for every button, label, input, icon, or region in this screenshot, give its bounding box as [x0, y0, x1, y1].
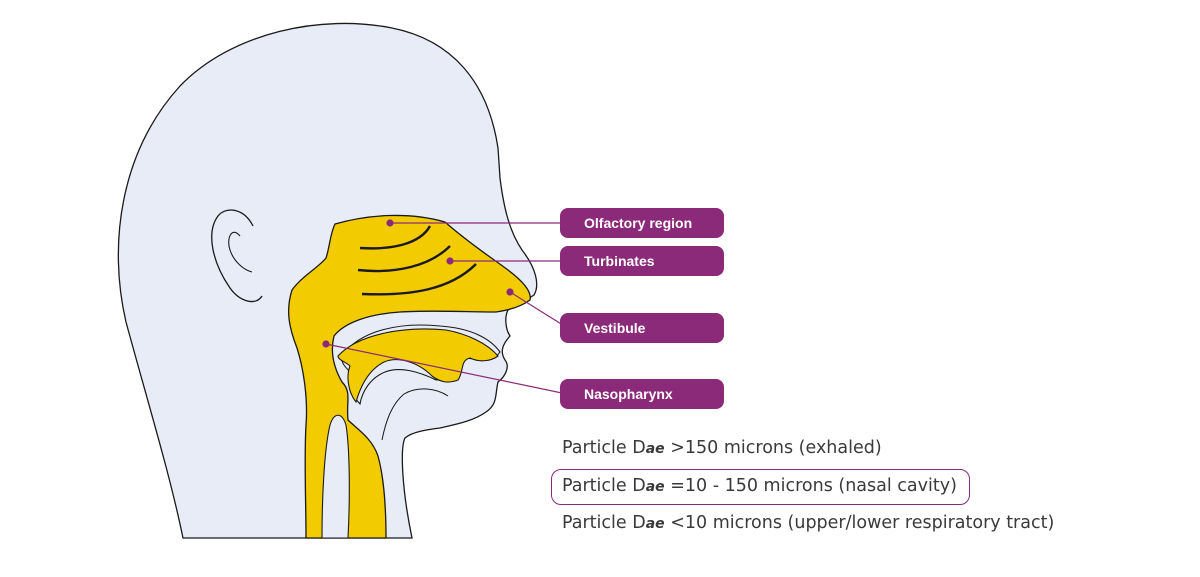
- label-nasopharynx: Nasopharynx: [560, 379, 724, 409]
- particle-range: <10 microns (upper/lower respiratory tra…: [664, 513, 1055, 533]
- particle-line-nasal-cavity: Particle Dae =10 - 150 microns (nasal ca…: [562, 476, 957, 496]
- vestibule-leader: [509, 291, 567, 328]
- particle-line-exhaled: Particle Dae >150 microns (exhaled): [562, 438, 882, 458]
- nasopharynx-dot: [322, 340, 330, 348]
- particle-line-respiratory-tract: Particle Dae <10 microns (upper/lower re…: [562, 513, 1054, 533]
- ear-inner: [228, 231, 253, 273]
- olfactory-dot: [386, 219, 394, 227]
- mouth-contour: [381, 388, 449, 441]
- particle-range: >150 microns (exhaled): [664, 438, 882, 458]
- vestibule-dot: [506, 288, 514, 296]
- particle-range: =10 - 150 microns (nasal cavity): [664, 476, 957, 496]
- highlight-box: [551, 469, 970, 505]
- label-olfactory-region: Olfactory region: [560, 208, 724, 238]
- turbinate-upper: [359, 225, 432, 250]
- turbinates-dot: [446, 257, 454, 265]
- turbinate-lower: [361, 263, 477, 296]
- particle-subscript: ae: [645, 516, 665, 532]
- particle-subscript: ae: [645, 479, 665, 495]
- esophagus: [321, 414, 350, 539]
- particle-prefix: Particle D: [562, 513, 646, 533]
- particle-subscript: ae: [645, 441, 665, 457]
- label-turbinates: Turbinates: [560, 246, 724, 276]
- particle-prefix: Particle D: [562, 476, 646, 496]
- nasopharynx-leader: [325, 343, 563, 394]
- tongue: [337, 328, 499, 404]
- turbinate-middle: [357, 245, 451, 273]
- label-vestibule: Vestibule: [560, 313, 724, 343]
- ear: [211, 209, 263, 303]
- particle-prefix: Particle D: [562, 438, 646, 458]
